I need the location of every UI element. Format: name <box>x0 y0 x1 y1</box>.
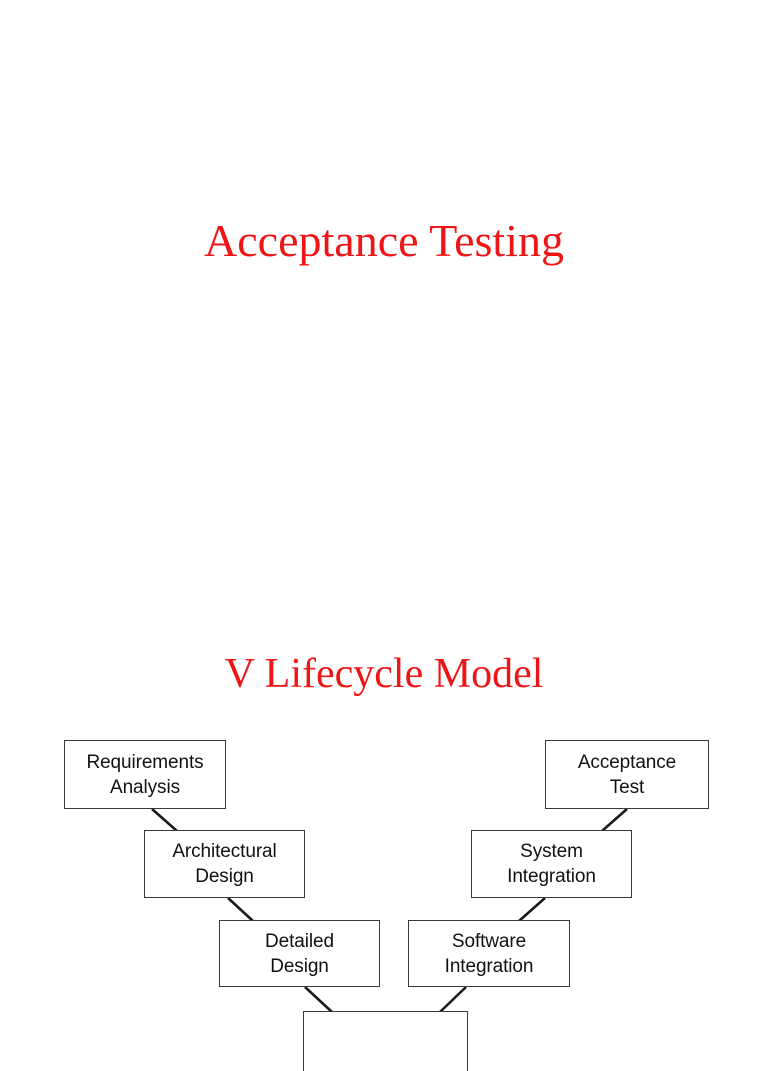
node-label-line2: Integration <box>444 955 534 977</box>
node-label-line2: Integration <box>507 866 596 887</box>
node-label-line2: Analysis <box>110 776 180 798</box>
v-lifecycle-diagram: Requirements Analysis Architectural Desi… <box>64 740 709 1071</box>
diagram-connector-lines <box>151 808 628 1013</box>
diagram-node-coding[interactable] <box>303 1011 468 1071</box>
node-label-line1: System <box>520 841 583 862</box>
diagram-node-architectural-design[interactable]: Architectural Design <box>144 830 305 898</box>
diagram-node-system-integration[interactable]: System Integration <box>471 830 632 898</box>
connector-architectural-to-detailed <box>227 897 254 922</box>
connector-coding-to-software <box>439 986 467 1013</box>
connector-detailed-to-coding <box>304 986 333 1013</box>
node-label-line2: Design <box>270 955 329 977</box>
diagram-node-acceptance-test[interactable]: Acceptance Test <box>545 740 709 809</box>
diagram-node-requirements-analysis[interactable]: Requirements Analysis <box>64 740 226 809</box>
diagram-node-detailed-design[interactable]: Detailed Design <box>219 920 380 987</box>
connector-requirements-to-architectural <box>151 808 178 832</box>
node-label-line1: Detailed <box>265 930 334 952</box>
slide-page: Acceptance Testing V Lifecycle Model Req… <box>64 215 709 1071</box>
node-label-line2: Design <box>195 866 254 887</box>
node-label-line2: Test <box>609 776 645 798</box>
connector-software-to-system <box>518 897 546 922</box>
node-label-line1: Acceptance <box>577 751 677 773</box>
diagram-node-software-integration[interactable]: Software Integration <box>408 920 570 987</box>
node-label-line1: Software <box>451 930 527 952</box>
page-title: Acceptance Testing <box>204 215 564 266</box>
section-title: V Lifecycle Model <box>224 651 544 697</box>
connector-system-to-acceptance <box>601 808 628 832</box>
node-label-line1: Architectural <box>172 841 277 862</box>
node-label-line1: Requirements <box>86 751 204 773</box>
